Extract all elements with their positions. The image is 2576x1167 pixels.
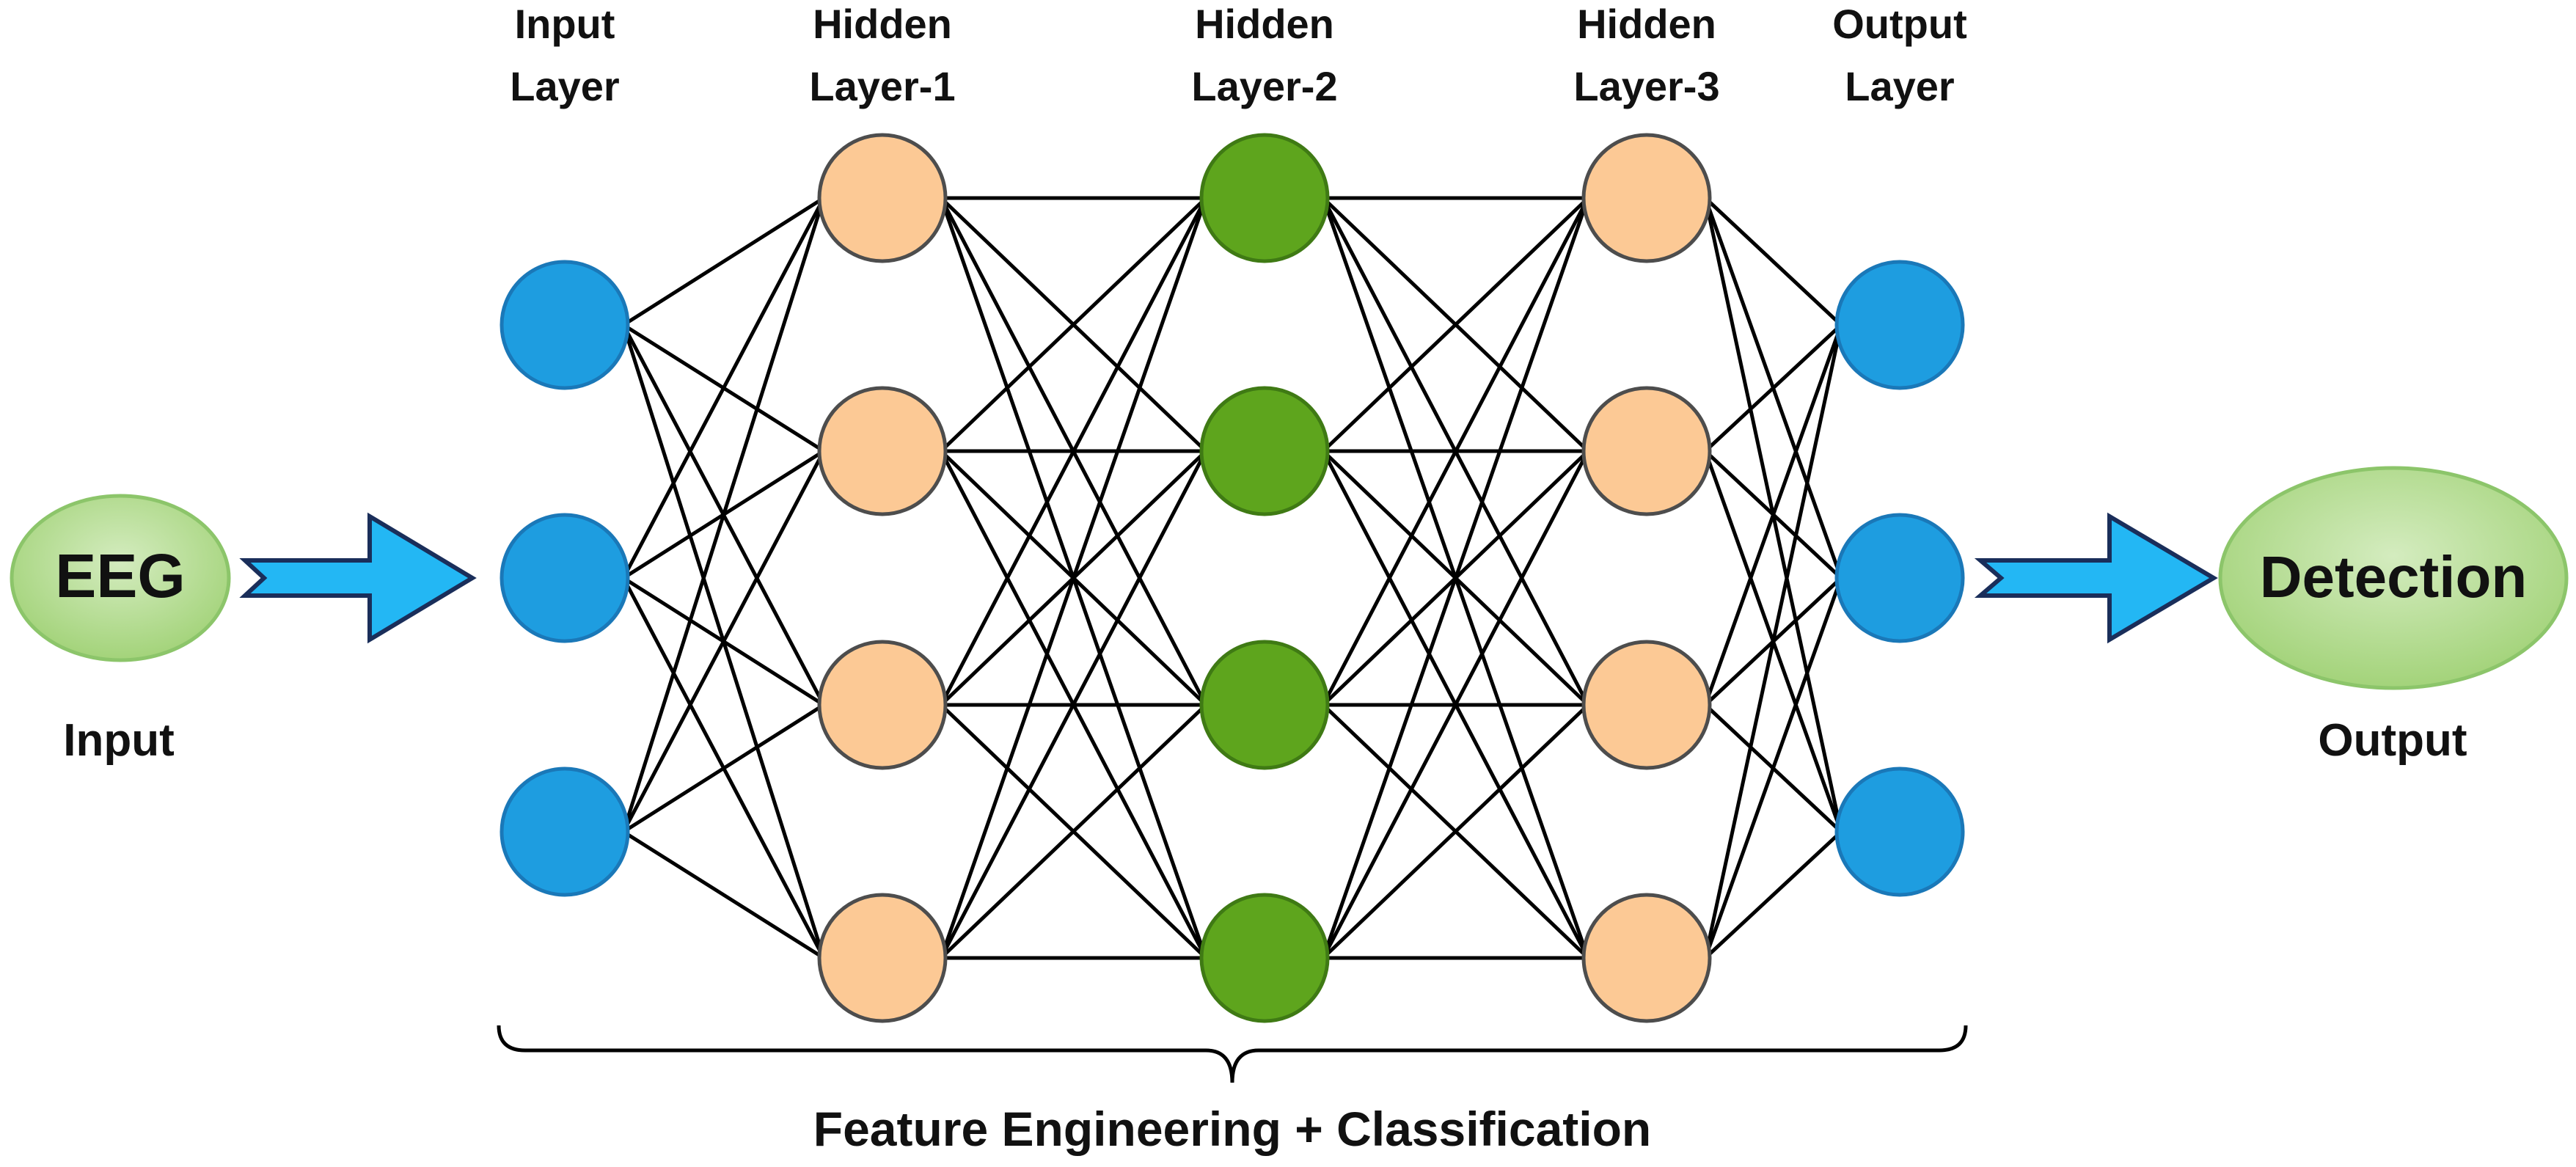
layer-title-hidden3-line1: Hidden bbox=[1577, 1, 1716, 47]
edge-hidden1-4-to-hidden2-1 bbox=[939, 197, 1208, 959]
layer-title-input-line1: Input bbox=[515, 1, 615, 47]
edge-hidden1-4-to-hidden2-3 bbox=[940, 703, 1207, 959]
output-caption: Output bbox=[2318, 715, 2467, 766]
edge-input-2-to-hidden1-1 bbox=[621, 197, 826, 579]
eeg-input-block: EEG Input bbox=[10, 494, 231, 766]
layer-titles: Input Layer Hidden Layer-1 Hidden Layer-… bbox=[510, 1, 1966, 109]
node-output-3 bbox=[1834, 767, 1965, 897]
detection-oval-text: Detection bbox=[2260, 544, 2528, 610]
edge-hidden3-3-to-output-1 bbox=[1703, 324, 1843, 706]
edge-input-3-to-hidden1-4 bbox=[622, 830, 825, 960]
input-caption: Input bbox=[63, 715, 175, 766]
layer-title-hidden2-line2: Layer-2 bbox=[1191, 63, 1337, 109]
node-hidden1-4 bbox=[817, 893, 948, 1023]
layer-title-hidden2-line1: Hidden bbox=[1195, 1, 1334, 47]
node-hidden3-3 bbox=[1581, 640, 1712, 770]
edge-hidden1-2-to-hidden2-1 bbox=[940, 197, 1207, 453]
edge-hidden1-3-to-hidden2-1 bbox=[939, 197, 1208, 706]
edge-input-3-to-hidden1-1 bbox=[621, 197, 826, 833]
node-hidden2-2 bbox=[1199, 386, 1330, 516]
layer-title-input-line2: Layer bbox=[510, 63, 619, 109]
network-nodes bbox=[500, 133, 1965, 1023]
node-input-2 bbox=[500, 513, 630, 643]
node-hidden3-1 bbox=[1581, 133, 1712, 263]
node-hidden1-3 bbox=[817, 640, 948, 770]
edge-input-1-to-hidden1-1 bbox=[622, 196, 825, 327]
node-hidden2-4 bbox=[1199, 893, 1330, 1023]
output-arrow-icon bbox=[1974, 512, 2218, 644]
detection-output-block: Detection Output bbox=[2218, 466, 2569, 766]
layer-title-output-line2: Layer bbox=[1845, 63, 1954, 109]
brace-caption: Feature Engineering + Classification bbox=[813, 1102, 1651, 1156]
node-hidden3-4 bbox=[1581, 893, 1712, 1023]
connection-edges bbox=[621, 196, 1843, 960]
eeg-oval-text: EEG bbox=[55, 541, 185, 610]
layer-title-hidden1-line1: Hidden bbox=[813, 1, 952, 47]
edge-hidden1-4-to-hidden2-2 bbox=[939, 450, 1208, 959]
layer-title-output-line1: Output bbox=[1832, 1, 1966, 47]
edge-hidden3-4-to-output-3 bbox=[1704, 830, 1843, 959]
node-input-3 bbox=[500, 767, 630, 897]
feature-brace bbox=[497, 1025, 1968, 1083]
layer-title-hidden3-line2: Layer-3 bbox=[1573, 63, 1719, 109]
edge-hidden2-4-to-hidden3-3 bbox=[1322, 703, 1589, 959]
node-output-2 bbox=[1834, 513, 1965, 643]
node-hidden2-3 bbox=[1199, 640, 1330, 770]
node-input-1 bbox=[500, 260, 630, 390]
detection-oval bbox=[2218, 466, 2569, 690]
edge-hidden2-2-to-hidden3-1 bbox=[1322, 197, 1589, 453]
node-output-1 bbox=[1834, 260, 1965, 390]
node-hidden1-1 bbox=[817, 133, 948, 263]
edge-input-3-to-hidden1-2 bbox=[621, 450, 826, 833]
edge-hidden3-1-to-output-1 bbox=[1704, 197, 1843, 326]
edge-hidden3-4-to-output-2 bbox=[1703, 577, 1843, 959]
edge-hidden3-4-to-output-1 bbox=[1703, 324, 1843, 959]
input-arrow-icon bbox=[239, 512, 477, 644]
edge-hidden2-4-to-hidden3-2 bbox=[1321, 450, 1590, 959]
eeg-oval bbox=[10, 494, 231, 662]
node-hidden3-2 bbox=[1581, 386, 1712, 516]
edge-input-3-to-hidden1-3 bbox=[622, 703, 825, 834]
edge-hidden2-3-to-hidden3-1 bbox=[1321, 197, 1590, 706]
node-hidden1-2 bbox=[817, 386, 948, 516]
edge-hidden2-4-to-hidden3-1 bbox=[1321, 197, 1590, 959]
node-hidden2-1 bbox=[1199, 133, 1330, 263]
edge-hidden3-2-to-output-1 bbox=[1704, 323, 1843, 453]
layer-title-hidden1-line2: Layer-1 bbox=[809, 63, 955, 109]
